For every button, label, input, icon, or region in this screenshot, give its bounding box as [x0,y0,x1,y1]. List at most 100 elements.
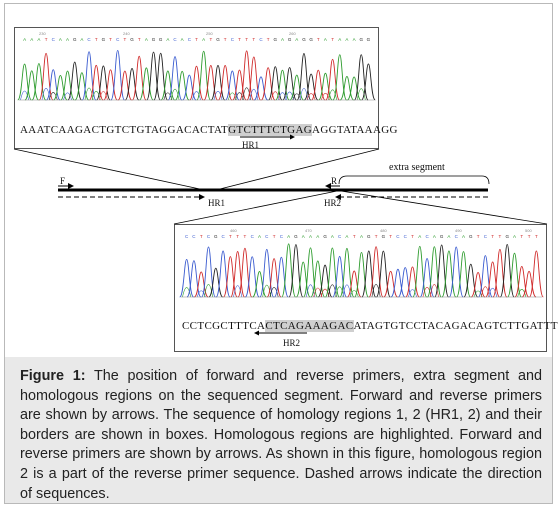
base-call-letter: G [359,37,363,42]
chromatogram-peak [260,67,276,101]
top-tick: 240 [123,31,130,36]
chromatogram-minor-peak [306,284,315,298]
hr2-label: HR2 [324,198,342,208]
base-call-letter: G [367,37,371,42]
base-call-letter: T [195,37,198,42]
chromatogram-minor-peak [356,88,366,101]
chromatogram-minor-peak [249,88,259,101]
chromatogram-peak [45,69,61,101]
base-call-letter: T [95,37,98,42]
chromatogram-peak [528,250,544,298]
base-call-letter: G [367,234,371,239]
caption-background [5,357,552,503]
chromatogram-peak [146,51,161,101]
base-call-letter: G [159,37,163,42]
base-call-letter: T [317,37,320,42]
chromatogram-peak [477,255,493,298]
chromatogram-minor-peak [408,289,417,298]
base-call-letter: A [66,37,69,42]
base-call-letter: A [513,234,516,239]
base-call-letter: G [505,234,509,239]
base-call-letter: T [331,37,334,42]
chromatogram-peak [225,70,240,101]
chromatogram-peak [324,247,340,298]
chromatogram-peak [17,63,32,101]
base-call-letter: T [200,234,203,239]
chromatogram-peak [434,244,450,298]
chromatogram-peak [210,64,226,101]
top-sequence-post: AGGTATAAAGG [312,124,398,136]
base-call-letter: A [80,37,83,42]
base-call-letter: G [302,37,306,42]
chromatogram-peak [499,244,515,298]
base-call-letter: T [236,234,239,239]
chromatogram-peak [412,245,428,298]
chromatogram-peak [354,54,369,101]
base-call-letter: T [123,37,126,42]
chromatogram-minor-peak [429,284,439,298]
base-call-letter: C [396,234,400,239]
chromatogram-peak [96,65,111,101]
base-call-letter: A [353,37,356,42]
base-call-letter: A [462,234,465,239]
hr1-box-label: HR1 [242,140,260,150]
chromatogram-peak [259,248,275,298]
base-call-letter: C [425,234,429,239]
chromatogram-peak [311,69,326,101]
base-call-letter: A [166,37,169,42]
base-call-letter: A [37,37,40,42]
chromatogram-peak [124,67,140,101]
base-call-letter: G [294,234,298,239]
chromatogram-peak [441,250,457,298]
chromatogram-minor-peak [327,284,337,298]
base-call-letter: A [447,234,450,239]
chromatogram-peak [266,258,282,298]
base-call-letter: A [331,234,334,239]
base-call-letter: G [469,234,473,239]
chromatogram-peak [67,61,82,101]
base-call-letter: A [181,37,184,42]
reverse-primer-label: R [331,176,338,186]
top-sequence-highlight: GTCTTTCTGAG [228,124,313,136]
base-call-letter: A [202,37,205,42]
base-call-letter: T [520,234,523,239]
schematic-overlay [13,134,548,336]
base-call-letter: T [252,37,255,42]
chromatogram-peak [139,67,154,101]
chromatogram-peak [405,266,420,298]
chromatogram-peak [281,243,297,298]
base-call-letter: A [23,37,26,42]
base-call-letter: C [185,234,189,239]
base-call-letter: A [433,234,436,239]
base-call-letter: C [455,234,459,239]
base-call-letter: G [73,37,77,42]
base-call-letter: C [221,234,225,239]
base-call-letter: T [229,234,232,239]
chromatogram-peak [217,64,233,101]
base-call-letter: C [265,234,269,239]
chromatogram-minor-peak [99,91,108,101]
base-call-letter: T [389,234,392,239]
chromatogram-peak [463,263,479,298]
chromatogram-minor-peak [213,91,223,101]
hr1-label: HR1 [208,198,226,208]
top-tick: 260 [289,31,296,36]
chromatogram-peak [230,251,246,298]
base-call-letter: A [145,37,148,42]
chromatogram-peak [303,247,318,298]
chromatogram-peak [288,244,304,298]
top-connector-right [211,148,380,192]
base-call-letter: A [338,37,341,42]
chromatogram-peak [273,256,289,298]
base-call-letter: C [259,37,263,42]
base-call-letter: G [440,234,444,239]
chromatogram-peak [275,69,290,101]
chromatogram-peak [295,261,311,298]
base-call-letter: T [535,234,538,239]
bottom-tick: 460 [230,228,237,233]
chromatogram-peak [303,73,319,101]
chromatogram-minor-peak [233,285,243,298]
base-call-letter: T [138,37,141,42]
bottom-sequence-post: ATAGTGTCCTACAGACAGTCTTGATTT [353,320,558,332]
